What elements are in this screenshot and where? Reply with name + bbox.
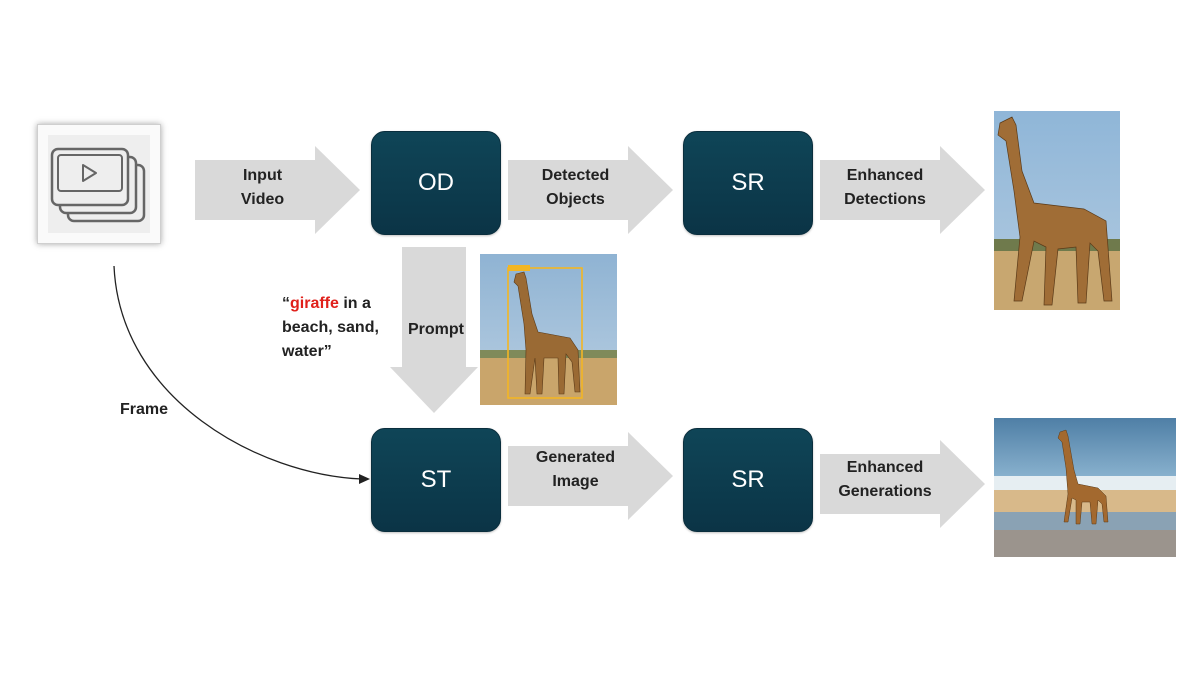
prompt-highlight-word: giraffe <box>290 295 339 312</box>
detected-giraffe-image <box>480 254 617 405</box>
label-detected-objects: Detected Objects <box>541 167 610 208</box>
label-enhanced-generations: Enhanced Generations <box>838 459 932 500</box>
node-sr-top: SR <box>683 131 813 235</box>
label-generated-image: Generated Image <box>535 449 616 490</box>
node-st: ST <box>371 428 501 532</box>
arrow-enhanced-generations <box>820 440 985 528</box>
arrow-prompt <box>390 247 478 413</box>
label-input-video: Input Video <box>240 167 285 208</box>
node-od: OD <box>371 131 501 235</box>
prompt-open-quote: “ <box>282 295 290 312</box>
label-prompt: Prompt <box>408 321 464 338</box>
arrow-detected-objects <box>508 146 673 234</box>
input-video-card <box>37 124 161 244</box>
label-enhanced-detections: Enhanced Detections <box>844 167 926 208</box>
enhanced-generation-image <box>994 418 1176 557</box>
arrow-input-video <box>195 146 360 234</box>
frame-connector <box>113 265 370 484</box>
node-sr-bottom: SR <box>683 428 813 532</box>
prompt-text: “giraffe in a beach, sand, water” <box>282 292 407 364</box>
video-stack-icon <box>48 135 150 233</box>
arrow-generated-image <box>508 432 673 520</box>
prompt-rest: in a beach, sand, water” <box>282 295 379 360</box>
label-frame: Frame <box>120 401 169 418</box>
arrow-enhanced-detections <box>820 146 985 234</box>
enhanced-detection-image <box>994 111 1120 310</box>
